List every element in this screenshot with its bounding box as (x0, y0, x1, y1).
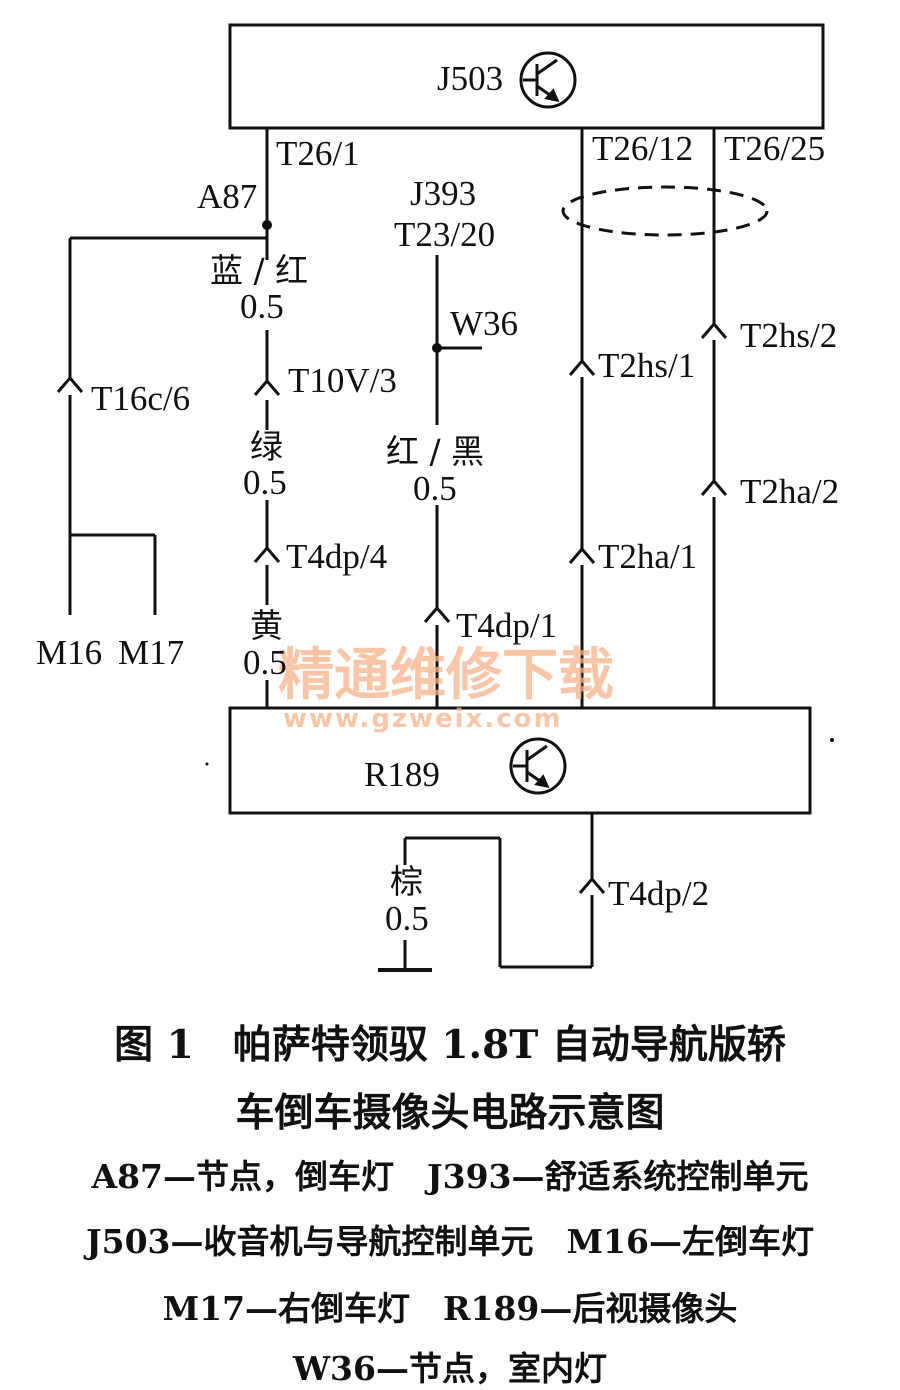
wire-size-brown: 0.5 (385, 899, 429, 938)
pin-t4dp-4-label: T4dp/4 (286, 537, 387, 576)
wire-color-yellow: 黄 (250, 606, 283, 645)
wire-size-green: 0.5 (243, 463, 287, 502)
wire-color-blue-red: 蓝 / 红 (210, 251, 308, 290)
watermark-text: 精通维修下载 (278, 643, 614, 708)
pin-t26-12-label: T26/12 (592, 129, 693, 168)
pin-t2hs-2-label: T2hs/2 (740, 316, 837, 355)
wire-color-green: 绿 (250, 427, 283, 466)
speck (830, 738, 834, 742)
connector-t4dp4-icon (253, 545, 281, 563)
legend-line-3: M17—右倒车灯 R189—后视摄像头 (162, 1289, 738, 1328)
pin-t10v-3-label: T10V/3 (288, 361, 397, 400)
pin-t4dp-1-label: T4dp/1 (456, 606, 557, 645)
legend-line-1: A87—节点，倒车灯 J393—舒适系统控制单元 (91, 1157, 809, 1196)
r189-label: R189 (364, 755, 440, 794)
lamp-m17-label: M17 (118, 633, 184, 672)
node-w36-label: W36 (450, 304, 518, 343)
node-a87-label: A87 (197, 177, 257, 216)
w36-node-dot (432, 343, 442, 353)
connector-t2hs2-icon (700, 321, 728, 339)
pin-t26-25-label: T26/25 (724, 129, 825, 168)
connector-t4dp1-icon (423, 605, 451, 623)
speck (205, 762, 209, 766)
figure-title-line-1: 图 1 帕萨特领驭 1.8T 自动导航版轿 (114, 1022, 786, 1068)
connector-t2ha2-icon (700, 478, 728, 496)
pin-t2ha-1-label: T2ha/1 (598, 537, 697, 576)
wire-size-yellow: 0.5 (243, 643, 287, 682)
pin-t2hs-1-label: T2hs/1 (598, 346, 695, 385)
connector-t16c6-icon (56, 375, 84, 393)
connector-t2ha1-icon (568, 546, 596, 564)
figure-title-line-2: 车倒车摄像头电路示意图 (235, 1090, 665, 1136)
j503-label: J503 (437, 59, 503, 98)
legend-line-2: J503—收音机与导航控制单元 M16—左倒车灯 (86, 1222, 814, 1261)
j503-module-box (228, 23, 825, 130)
r189-module-box (228, 706, 812, 815)
watermark-url: www.gzweix.com (283, 704, 563, 734)
pin-t23-20-label: T23/20 (394, 215, 495, 254)
a87-node-dot (262, 220, 272, 230)
wire-twisted-pair (561, 128, 769, 708)
connector-t10v3-icon (253, 378, 281, 396)
circuit-diagram: 精通维修下载 www.gzweix.com J503 R189 T26/1 T2… (36, 23, 839, 972)
wire-size-blue-red: 0.5 (240, 287, 284, 326)
wire-red-black (435, 255, 482, 708)
connector-t4dp2-icon (578, 876, 606, 894)
lamp-m16-label: M16 (36, 633, 102, 672)
wire-brown-ground (378, 813, 594, 972)
r189-transistor-icon (509, 737, 567, 795)
pin-t26-1-label: T26/1 (276, 134, 360, 173)
pin-t2ha-2-label: T2ha/2 (740, 472, 839, 511)
wire-size-red-black: 0.5 (413, 469, 457, 508)
legend-line-4: W36—节点，室内灯 (293, 1349, 607, 1388)
connector-t2hs1-icon (568, 358, 596, 376)
wire-color-brown: 棕 (390, 862, 423, 901)
j503-transistor-icon (519, 51, 577, 109)
pin-t4dp-2-label: T4dp/2 (608, 874, 709, 913)
wire-color-red-black: 红 / 黑 (386, 432, 484, 471)
j393-label: J393 (410, 174, 476, 213)
twisted-pair-shield-ellipse (561, 185, 769, 237)
wire-branch-a87-to-lamps (68, 236, 267, 615)
pin-t16c-6-label: T16c/6 (91, 379, 190, 418)
